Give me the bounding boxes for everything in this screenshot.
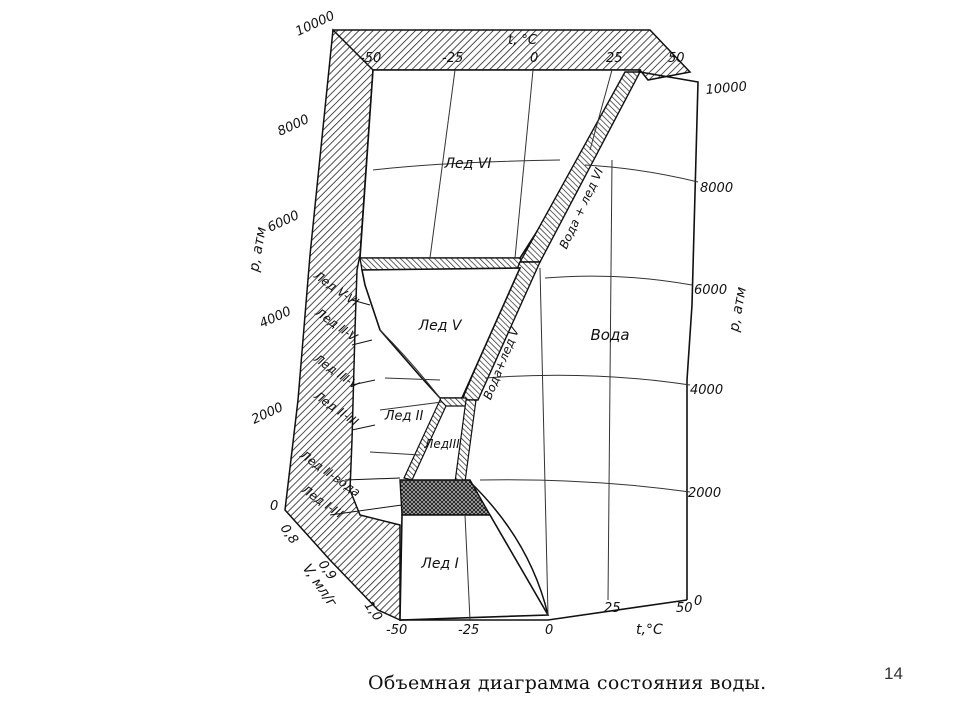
side-leaders: [329, 299, 403, 516]
top-tick-m50: -50: [360, 51, 381, 66]
region-ice-ii: Лед II: [384, 409, 424, 424]
region-ice-iii: ЛедIII: [423, 437, 460, 451]
right-pressure-axis: 10000 8000 6000 4000 2000 0 p, атм: [688, 79, 750, 609]
region-ice-i: Лед I: [420, 556, 458, 572]
top-tick-m25: -25: [442, 51, 463, 66]
water-surface-edge: [639, 71, 699, 600]
left-tick-10000: 10000: [293, 9, 337, 40]
top-tick-25: 25: [606, 51, 623, 66]
right-tick-8000: 8000: [700, 181, 733, 196]
left-axis-label: p, атм: [246, 225, 270, 274]
top-tick-50: 50: [668, 51, 685, 66]
figure-caption: Объемная диаграмма состояния воды.: [368, 672, 767, 694]
left-tick-6000: 6000: [265, 208, 301, 236]
top-temperature-axis: -50 -25 0 25 50 t, °C: [360, 33, 685, 66]
bottom-temperature-axis: -50 -25 0 25 50 t,°C: [386, 601, 693, 638]
top-tick-0: 0: [530, 51, 538, 66]
region-water: Вода: [590, 326, 629, 344]
page-number: 14: [884, 664, 903, 683]
right-tick-10000: 10000: [705, 79, 748, 98]
bottom-tick-50: 50: [676, 601, 693, 616]
right-tick-0: 0: [694, 594, 702, 609]
left-tick-0: 0: [270, 499, 278, 514]
ice-i-water-curve: [469, 481, 549, 616]
left-tick-8000: 8000: [275, 112, 311, 140]
right-tick-4000: 4000: [690, 383, 723, 398]
ice-vi-surface: [359, 69, 642, 259]
bottom-tick-m50: -50: [386, 623, 407, 638]
region-ice-vi: Лед VI: [444, 156, 492, 172]
ice-i-block: [399, 479, 492, 516]
volume-tick-08: 0,8: [277, 522, 301, 548]
bottom-tick-m25: -25: [458, 623, 479, 638]
bottom-tick-0: 0: [545, 623, 553, 638]
right-axis-label: p, атм: [726, 285, 750, 334]
top-axis-label: t, °C: [508, 33, 538, 48]
right-tick-6000: 6000: [694, 283, 727, 298]
left-side-face: [284, 28, 401, 622]
surface-grid: [369, 69, 699, 621]
ice-v-surface: [361, 267, 522, 399]
region-ice-v: Лед V: [418, 318, 463, 334]
bottom-tick-25: 25: [604, 601, 621, 616]
bottom-axis-label: t,°C: [636, 622, 663, 638]
left-tick-4000: 4000: [257, 304, 293, 332]
right-tick-2000: 2000: [688, 486, 721, 501]
bottom-edge: [400, 599, 688, 621]
left-tick-2000: 2000: [249, 400, 285, 428]
